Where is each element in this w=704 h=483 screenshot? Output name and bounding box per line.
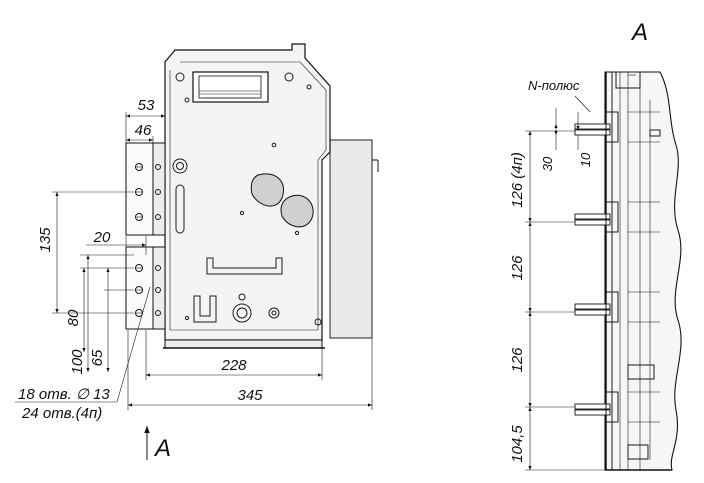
view-title: A [630, 19, 648, 46]
pole-group-3 [574, 291, 660, 323]
dim-126-b: 126 [509, 255, 526, 281]
pole-group-4 [574, 364, 660, 460]
dim-100: 100 [69, 349, 86, 375]
rear-housing [329, 139, 373, 339]
dim-135: 135 [37, 227, 54, 253]
handle-window [192, 71, 269, 103]
cam-upper [250, 173, 284, 207]
dim-228: 228 [220, 357, 247, 374]
dim-104-5: 104,5 [509, 425, 526, 463]
dim-126-4p: 126 (4п) [509, 152, 526, 208]
n-pole-label: N-полюс [528, 78, 580, 93]
dim-65: 65 [89, 349, 106, 366]
side-body [604, 71, 682, 471]
pole-group-2 [574, 201, 660, 233]
lower-bracket [193, 295, 217, 323]
terminals-upper [125, 142, 166, 236]
dim-20: 20 [93, 229, 111, 246]
pole-group-n [574, 111, 660, 143]
lower-pin [232, 303, 252, 323]
breaker-front-view [125, 43, 379, 349]
dim-53: 53 [138, 97, 155, 114]
view-arrow-label: A [153, 435, 171, 462]
left-dimensions: 53 46 135 20 80 100 65 228 [15, 97, 373, 462]
right-dimensions: N-полюс 126 (4п) 126 126 104,5 30 10 [509, 78, 605, 471]
side-view-a: A [574, 19, 682, 471]
cam-lower [280, 194, 314, 228]
u-slot [206, 257, 283, 275]
holes-note-2: 24 отв.(4п) [21, 405, 102, 422]
dim-10: 10 [578, 152, 593, 167]
dim-80: 80 [65, 309, 82, 326]
holes-note: 18 отв. ∅ 13 [18, 386, 110, 403]
dim-126-c: 126 [509, 347, 526, 373]
dim-345: 345 [237, 387, 263, 404]
pin-upper [172, 158, 188, 174]
dim-30: 30 [540, 156, 555, 171]
vertical-slot [175, 184, 185, 234]
terminals-lower [125, 246, 166, 330]
dim-46: 46 [135, 122, 152, 139]
